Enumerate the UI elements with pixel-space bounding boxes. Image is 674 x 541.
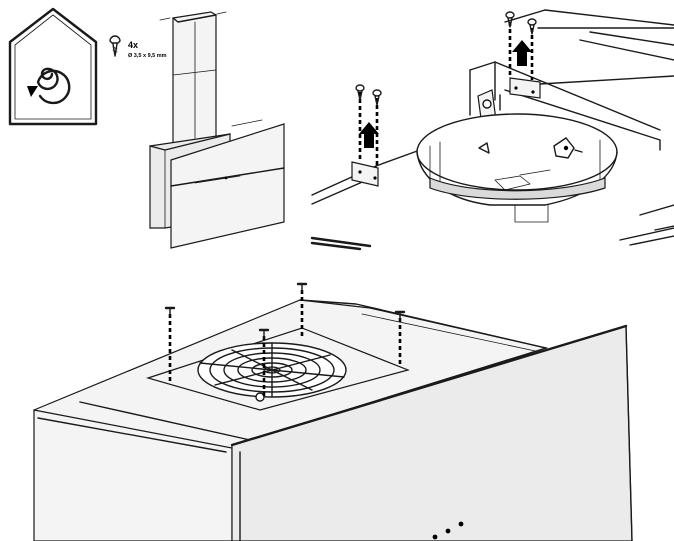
screw-icon [527,18,537,35]
arrow-up-icon [512,40,532,66]
hood-top-detail [310,9,674,251]
screw-size: Ø 3,5 x 9,5 mm [128,53,167,59]
screw-icon [372,89,382,106]
screw-icon [258,328,270,339]
screw-icon [355,84,365,101]
screw-icon [394,310,406,321]
recirculation-house-icon [8,7,98,126]
screw-callout: 4x Ø 3,5 x 9,5 mm [109,35,167,59]
screw-icon [505,11,515,28]
screw-icon [109,35,121,57]
screw-quantity: 4x [128,40,138,50]
hood-overview [149,11,285,249]
screw-icon [296,282,308,293]
screw-icon [164,306,176,317]
hood-top-fan-view [33,282,633,541]
arrow-up-icon [359,122,379,148]
